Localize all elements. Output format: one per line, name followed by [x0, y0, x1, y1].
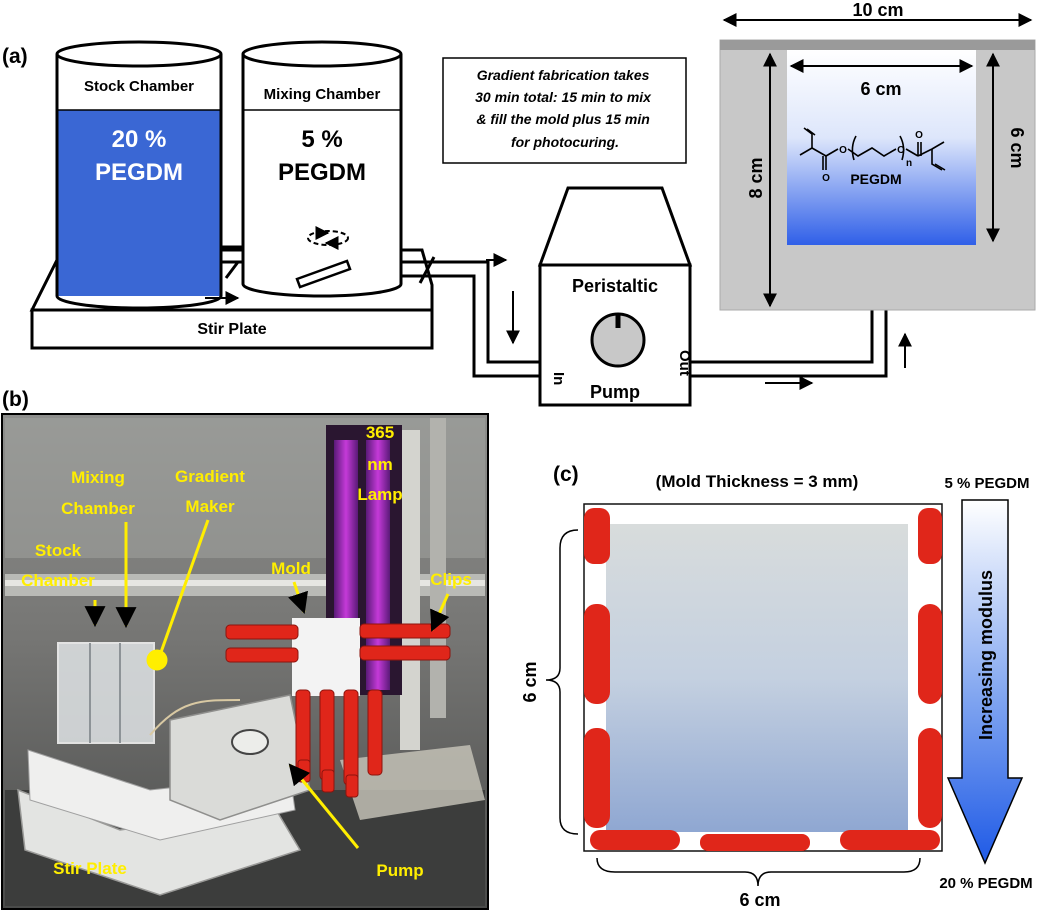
panel-label-b: (b): [2, 388, 29, 411]
mixing-chamber-title: Mixing Chamber: [264, 86, 381, 103]
photo-pump: [169, 694, 311, 821]
photo-mold: [292, 618, 360, 696]
stock-chamber-title: Stock Chamber: [84, 78, 194, 95]
pump-title: Peristaltic: [572, 276, 658, 296]
mold-cavity: [787, 50, 976, 245]
mixing-chamber-compound: PEGDM: [278, 159, 366, 186]
pegdm-o1: O: [839, 145, 847, 156]
lamp-label-2: nm: [367, 455, 393, 474]
pegdm-o4: O: [915, 130, 923, 141]
pump-photo-label: Pump: [376, 861, 423, 880]
stock-chamber: Stock Chamber 20 % PEGDM: [55, 40, 223, 310]
pegdm-structure: [799, 127, 946, 171]
tube-to-pump: [401, 256, 540, 378]
gel-sample: [606, 524, 908, 832]
mold-inner-height: 6 cm: [1007, 127, 1027, 168]
stir-plate-photo-label: Stir Plate: [53, 859, 127, 878]
mixing-chamber: Mixing Chamber 5 % PEGDM: [241, 40, 403, 298]
pump-subtitle: Pump: [590, 382, 640, 402]
mold-inner-width: 6 cm: [860, 79, 901, 99]
pump-out-label: Out: [676, 350, 693, 376]
fabrication-note: Gradient fabrication takes 30 min total:…: [442, 57, 687, 164]
lamp-label-1: 365: [366, 423, 394, 442]
note-line-3: & fill the mold plus 15 min: [476, 111, 649, 127]
panel-label-a: (a): [2, 45, 28, 68]
stir-bar: [295, 259, 352, 289]
modulus-arrow: [946, 499, 1024, 865]
gradient-maker-label-2: Maker: [185, 497, 235, 516]
stock-chamber-photo-label-1: Stock: [35, 541, 82, 560]
width-label: 6 cm: [739, 890, 780, 910]
width-brace: [596, 857, 921, 887]
pegdm-subscript: n: [906, 158, 912, 169]
gel-photo: [583, 503, 943, 852]
mixing-chamber-percent: 5 %: [301, 126, 342, 153]
bottom-concentration-label: 20 % PEGDM: [939, 875, 1032, 892]
top-concentration-label: 5 % PEGDM: [944, 475, 1029, 492]
mold-thickness-label: (Mold Thickness = 3 mm): [656, 472, 859, 491]
height-label: 6 cm: [520, 661, 540, 702]
stock-chamber-compound: PEGDM: [95, 159, 183, 186]
gradient-maker-label-1: Gradient: [175, 467, 245, 486]
height-brace: [545, 529, 579, 835]
pump-in-label: In: [550, 372, 567, 385]
chamber-connector: [205, 245, 243, 305]
panel-label-c: (c): [553, 463, 579, 486]
note-line-4: for photocuring.: [511, 134, 619, 150]
clips-photo-label: Clips: [430, 570, 472, 589]
note-line-2: 30 min total: 15 min to mix: [475, 89, 652, 105]
photo-gradient-maker: [57, 642, 155, 744]
peristaltic-pump: Peristaltic Pump In Out: [537, 186, 693, 407]
svg-text:Gradient fabrication takes: Gradient fabrication takes 30 min total:…: [475, 67, 655, 150]
lamp-label-3: Lamp: [357, 485, 402, 504]
mold-outer-width: 10 cm: [852, 0, 903, 20]
mixing-chamber-photo-label-1: Mixing: [71, 468, 125, 487]
stock-chamber-percent: 20 %: [112, 126, 167, 153]
pegdm-o3: O: [822, 173, 830, 184]
stir-plate-label: Stir Plate: [197, 321, 266, 338]
stock-chamber-photo-label-2: Chamber: [21, 571, 95, 590]
mold-outer-height: 8 cm: [746, 157, 766, 198]
mold-schematic: 10 cm 6 cm 8 cm 6 cm O O O O: [719, 0, 1036, 311]
modulus-arrow-label: Increasing modulus: [976, 570, 996, 740]
note-line-1: Gradient fabrication takes: [477, 67, 650, 83]
gel-clips: [584, 508, 942, 851]
pegdm-label: PEGDM: [850, 171, 901, 187]
pegdm-o2: O: [897, 145, 905, 156]
mold-photo-label: Mold: [271, 559, 311, 578]
lab-photo: [1, 413, 489, 910]
mixing-chamber-photo-label-2: Chamber: [61, 499, 135, 518]
